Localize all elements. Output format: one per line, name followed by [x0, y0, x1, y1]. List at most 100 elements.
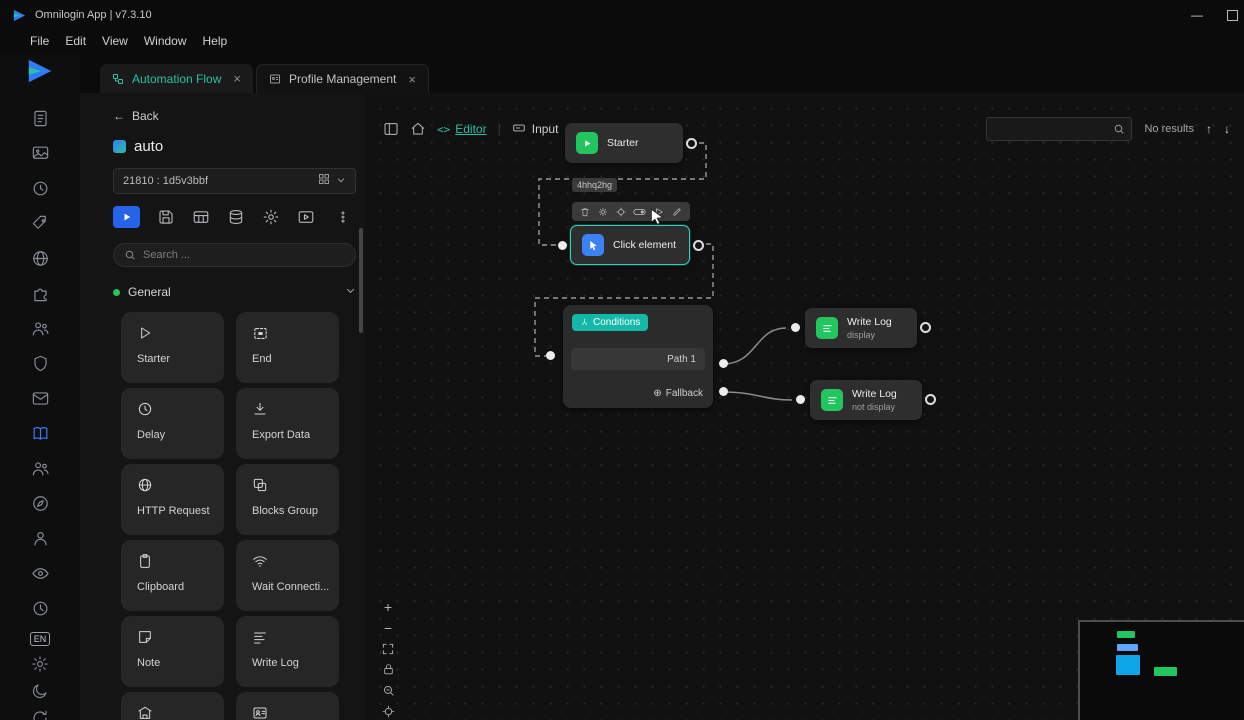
next-result-icon[interactable]: ↓ — [1224, 122, 1230, 136]
node-write-log-not-display[interactable]: Write Log not display — [810, 380, 922, 420]
more-icon[interactable] — [336, 210, 350, 224]
chevron-down-icon[interactable] — [345, 283, 356, 301]
panel-scrollbar[interactable] — [359, 228, 363, 333]
magnifier-icon[interactable] — [378, 681, 398, 700]
path1-output-port[interactable] — [719, 359, 728, 368]
toggle-icon[interactable] — [633, 207, 646, 217]
block-tile-export-data[interactable]: Export Data — [236, 388, 339, 459]
node-conditions[interactable]: Conditions Path 1 ⊕ Fallback — [563, 305, 713, 408]
output-port[interactable] — [925, 394, 936, 405]
fallback-row[interactable]: ⊕ Fallback — [653, 388, 703, 399]
menu-window[interactable]: Window — [136, 34, 195, 48]
zoom-out-button[interactable]: − — [378, 618, 398, 637]
titlebar: Omnilogin App | v7.3.10 — — [0, 0, 1244, 30]
gear-icon[interactable] — [598, 207, 608, 217]
menu-help[interactable]: Help — [195, 34, 236, 48]
block-tile-partial-2[interactable] — [236, 692, 339, 720]
block-tile-partial-1[interactable] — [121, 692, 224, 720]
tab-profile-management[interactable]: Profile Management × — [256, 64, 429, 93]
fallback-output-port[interactable] — [719, 387, 728, 396]
minimize-button[interactable]: — — [1191, 9, 1203, 21]
block-tile-note[interactable]: Note — [121, 616, 224, 687]
history-icon[interactable] — [29, 177, 51, 199]
save-icon[interactable] — [157, 208, 175, 226]
block-tile-http-request[interactable]: HTTP Request — [121, 464, 224, 535]
extension-icon[interactable] — [29, 282, 51, 304]
lock-icon[interactable] — [378, 660, 398, 679]
block-tile-clipboard[interactable]: Clipboard — [121, 540, 224, 611]
input-port[interactable] — [558, 241, 567, 250]
location-icon[interactable] — [29, 492, 51, 514]
gear-icon[interactable] — [262, 208, 280, 226]
canvas-search-input[interactable] — [993, 123, 1113, 135]
shield-icon[interactable] — [29, 352, 51, 374]
globe-icon[interactable] — [29, 247, 51, 269]
profile-icon[interactable] — [29, 527, 51, 549]
block-tile-write-log[interactable]: Write Log — [236, 616, 339, 687]
recorder-icon[interactable] — [297, 208, 315, 226]
output-port[interactable] — [693, 240, 704, 251]
input-port[interactable] — [791, 323, 800, 332]
back-button[interactable]: ← Back — [113, 109, 356, 123]
menu-file[interactable]: File — [22, 34, 57, 48]
tag-icon[interactable] — [29, 212, 51, 234]
minimap[interactable] — [1078, 620, 1244, 720]
run-step-icon[interactable] — [654, 207, 664, 217]
input-link[interactable]: Input — [512, 121, 559, 138]
notes-icon[interactable] — [29, 107, 51, 129]
profile-selector[interactable]: 21810 : 1d5v3bbf — [113, 168, 356, 194]
tab-automation-flow[interactable]: Automation Flow × — [100, 64, 253, 93]
section-general[interactable]: General — [113, 283, 356, 301]
screen-icon[interactable] — [29, 142, 51, 164]
close-icon[interactable]: × — [408, 72, 416, 87]
block-tile-delay[interactable]: Delay — [121, 388, 224, 459]
menu-view[interactable]: View — [94, 34, 136, 48]
members-icon[interactable] — [29, 457, 51, 479]
block-tile-end[interactable]: End — [236, 312, 339, 383]
canvas-search-box[interactable] — [986, 117, 1132, 141]
node-click-element[interactable]: Click element — [570, 225, 690, 265]
schedule-icon[interactable] — [29, 597, 51, 619]
sync-icon[interactable] — [29, 707, 51, 720]
node-starter[interactable]: Starter — [565, 123, 683, 163]
menu-edit[interactable]: Edit — [57, 34, 94, 48]
node-write-log-display[interactable]: Write Log display — [805, 308, 917, 348]
back-arrow-icon: ← — [113, 109, 125, 123]
crosshair-icon[interactable] — [378, 702, 398, 720]
block-tile-starter[interactable]: Starter — [121, 312, 224, 383]
blocks-search[interactable] — [113, 243, 356, 267]
tab-label: Profile Management — [289, 72, 396, 86]
automation-flows-icon[interactable] — [29, 422, 51, 444]
block-tile-blocks-group[interactable]: Blocks Group — [236, 464, 339, 535]
clock-icon — [137, 401, 216, 419]
output-port[interactable] — [920, 322, 931, 333]
flow-canvas[interactable]: <> Editor | Input — [365, 93, 1244, 720]
block-tile-wait-connection[interactable]: Wait Connecti... — [236, 540, 339, 611]
prev-result-icon[interactable]: ↑ — [1206, 122, 1212, 136]
team-icon[interactable] — [29, 317, 51, 339]
table-icon[interactable] — [192, 208, 210, 226]
theme-moon-icon[interactable] — [29, 680, 51, 702]
selector-icon[interactable] — [616, 207, 626, 217]
language-badge[interactable]: EN — [30, 632, 51, 646]
condition-path-row[interactable]: Path 1 — [571, 348, 705, 370]
editor-link[interactable]: <> Editor — [437, 122, 487, 136]
eye-icon[interactable] — [29, 562, 51, 584]
database-icon[interactable] — [227, 208, 245, 226]
home-icon[interactable] — [410, 121, 426, 137]
edit-icon[interactable] — [672, 207, 682, 217]
maximize-button[interactable] — [1227, 10, 1238, 21]
zoom-in-button[interactable]: + — [378, 597, 398, 616]
settings-icon[interactable] — [29, 653, 51, 675]
menubar: File Edit View Window Help — [0, 30, 1244, 52]
close-icon[interactable]: × — [233, 71, 241, 86]
fit-view-icon[interactable] — [378, 639, 398, 658]
input-port[interactable] — [546, 351, 555, 360]
toggle-panel-icon[interactable] — [383, 121, 399, 137]
run-flow-button[interactable] — [113, 206, 140, 228]
delete-icon[interactable] — [580, 207, 590, 217]
input-port[interactable] — [796, 395, 805, 404]
output-port[interactable] — [686, 138, 697, 149]
blocks-search-input[interactable] — [143, 249, 345, 261]
mail-icon[interactable] — [29, 387, 51, 409]
